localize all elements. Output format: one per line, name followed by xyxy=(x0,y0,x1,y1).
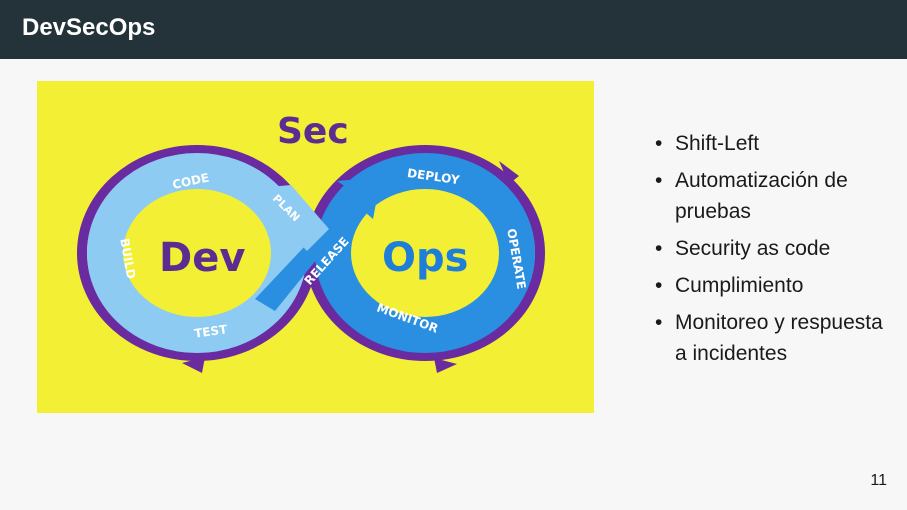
devsecops-infinity-diagram: Dev Ops Sec CODE BUILD TEST PLAN RELEASE… xyxy=(37,81,594,413)
bullet-list: Shift-Left Automatización de pruebas Sec… xyxy=(655,128,885,375)
bullet-item: Shift-Left xyxy=(655,128,885,159)
sec-label: Sec xyxy=(277,111,349,152)
ops-center-circle xyxy=(369,197,481,309)
ops-label: Ops xyxy=(382,235,468,281)
slide-title: DevSecOps xyxy=(22,14,156,41)
bullet-item: Monitoreo y respuesta a incidentes xyxy=(655,307,885,369)
bullet-item: Automatización de pruebas xyxy=(655,165,885,227)
ring-arrowhead-icon xyxy=(434,358,457,373)
plan-arrow xyxy=(247,185,329,251)
slide-header: DevSecOps xyxy=(0,0,907,59)
stage-test-label: TEST xyxy=(193,322,229,341)
page-number: 11 xyxy=(870,472,887,489)
dev-center-circle xyxy=(141,197,253,309)
ring-arrowhead-icon xyxy=(182,357,205,373)
ops-loop-band xyxy=(315,153,535,353)
dev-label: Dev xyxy=(159,235,245,281)
dev-loop-band xyxy=(87,153,307,353)
bullet-item: Security as code xyxy=(655,233,885,264)
bullet-item: Cumplimiento xyxy=(655,270,885,301)
release-arrow xyxy=(255,177,381,311)
ring-arrowhead-icon xyxy=(499,161,519,184)
